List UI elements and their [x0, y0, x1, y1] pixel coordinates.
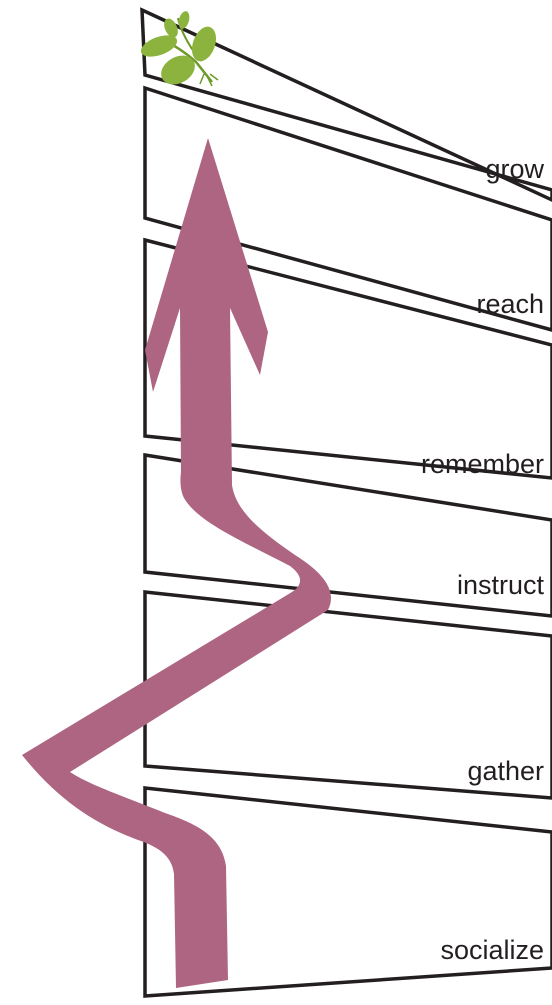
stage-label-gather: gather: [467, 756, 544, 786]
stage-panel-reach: [143, 85, 552, 332]
sprout-icon: [140, 11, 219, 87]
stage-label-instruct: instruct: [456, 570, 544, 600]
stage-panel-socialize: [143, 786, 552, 998]
growth-arrow: [22, 138, 332, 988]
stage-label-socialize: socialize: [440, 935, 544, 965]
stage-label-grow: grow: [485, 154, 544, 184]
stage-label-remember: remember: [420, 449, 544, 479]
stage-panel-instruct: [143, 452, 552, 618]
stage-label-reach: reach: [476, 289, 544, 319]
